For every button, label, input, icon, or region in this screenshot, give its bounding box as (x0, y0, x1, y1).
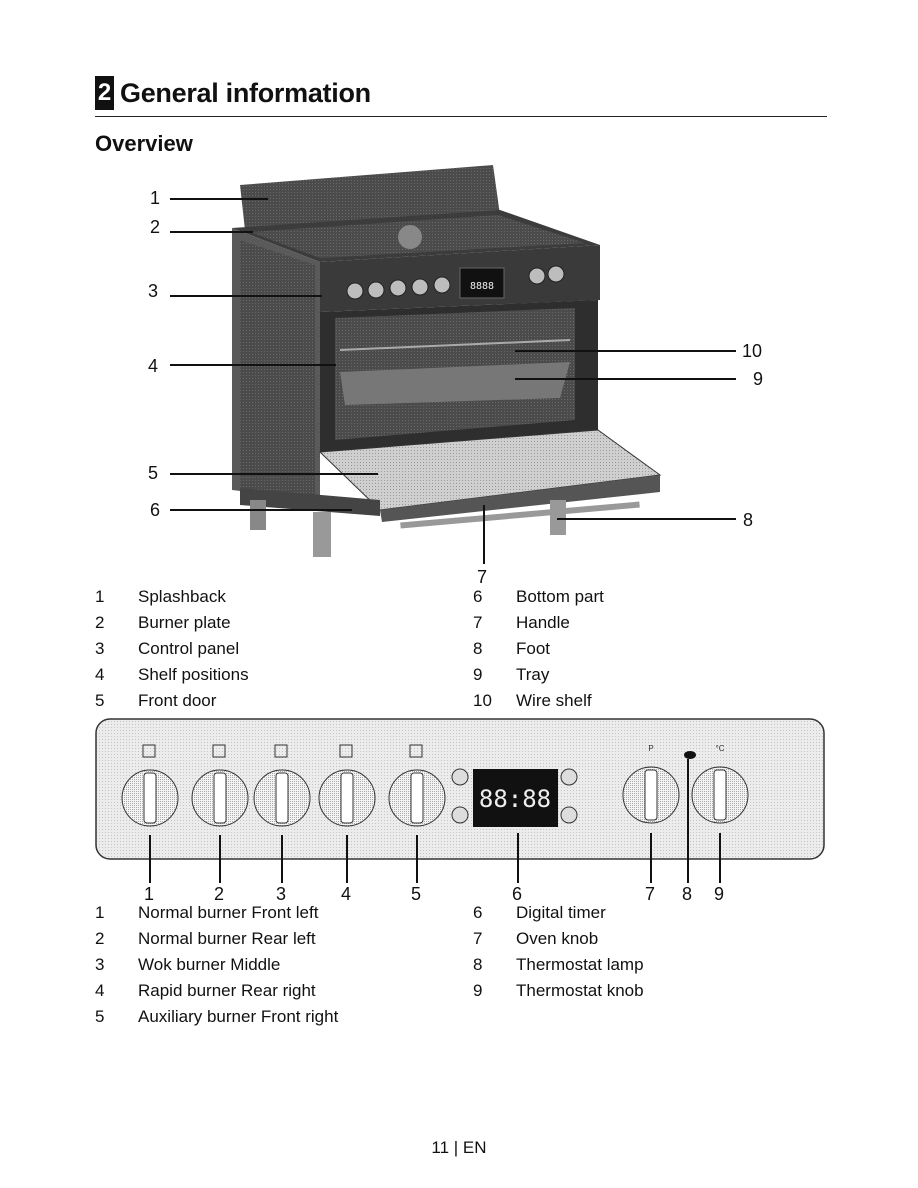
chapter-title: General information (120, 77, 371, 108)
timer-digits: 88:88 (479, 785, 551, 813)
knob-oven (528, 267, 546, 285)
knob-4 (411, 278, 429, 296)
burner-symbol-3 (274, 744, 288, 758)
burner-knob-5 (388, 744, 446, 827)
section-title: Overview (95, 131, 193, 156)
foot-right-front (550, 500, 566, 535)
oven-callout-8: 8 (743, 510, 754, 530)
timer-screen (473, 769, 558, 827)
panel-callout-8: 8 (682, 884, 693, 904)
foot-left-front (313, 512, 331, 557)
burner-knob-4 (318, 744, 376, 827)
thermostat-mark: °C (716, 744, 725, 753)
panel-callout-9: 9 (714, 884, 725, 904)
panel-callout-4: 4 (341, 884, 352, 904)
chapter-number: 2 (95, 76, 114, 110)
oven-callout-3: 3 (148, 281, 159, 301)
timer-minus-button (560, 806, 578, 824)
door-handle (400, 501, 640, 529)
panel-callout-6: 6 (512, 884, 523, 904)
oven-callout-9: 9 (753, 369, 764, 389)
timer-left-top-button (451, 768, 469, 786)
oven-knob-mark: P (648, 744, 653, 753)
oven-callout-7: 7 (477, 567, 488, 587)
oven-display-text: 8888 (470, 281, 494, 292)
splashback-shape (240, 165, 500, 230)
door-edge (380, 475, 660, 522)
thermostat-knob (691, 766, 749, 824)
knob-5 (433, 276, 451, 294)
tray (340, 362, 570, 405)
oven-callout-5: 5 (148, 463, 159, 483)
chapter-rule (95, 116, 827, 117)
chapter-heading: 2 General information (95, 76, 371, 110)
oven-side-texture (240, 240, 315, 495)
timer-left-bottom-button (451, 806, 469, 824)
oven-illustration: 8888 (170, 165, 736, 564)
oven-callout-2: 2 (150, 217, 161, 237)
oven-callout-10: 10 (742, 341, 763, 361)
panel-callout-1: 1 (144, 884, 155, 904)
knob-2 (367, 281, 385, 299)
timer-plus-button (560, 768, 578, 786)
burner-knob-1 (121, 744, 179, 827)
control-panel-illustration: 88:88 P °C (95, 718, 825, 883)
burner-symbol-1 (142, 744, 156, 758)
oven-callout-6: 6 (150, 500, 161, 520)
knob-3 (389, 279, 407, 297)
burner-knob-2 (191, 744, 249, 827)
panel-callout-7: 7 (645, 884, 656, 904)
burner-knob-3 (253, 744, 311, 827)
burner-symbol-2 (212, 744, 226, 758)
oven-display (459, 267, 505, 299)
panel-callout-2: 2 (214, 884, 225, 904)
page-footer: 11 | EN (431, 1138, 487, 1157)
panel-callout-3: 3 (276, 884, 287, 904)
panel-callout-5: 5 (411, 884, 422, 904)
burner-symbol-4 (339, 744, 353, 758)
burner-symbol-5 (409, 744, 423, 758)
oven-knob (622, 766, 680, 824)
knob-1 (346, 282, 364, 300)
oven-callout-1: 1 (150, 188, 161, 208)
knob-thermostat (547, 265, 565, 283)
foot-left-rear (250, 500, 266, 530)
oven-callout-4: 4 (148, 356, 159, 376)
wire-shelf (339, 339, 571, 351)
thermostat-lamp (684, 751, 696, 759)
wok-burner-cap (398, 225, 422, 249)
